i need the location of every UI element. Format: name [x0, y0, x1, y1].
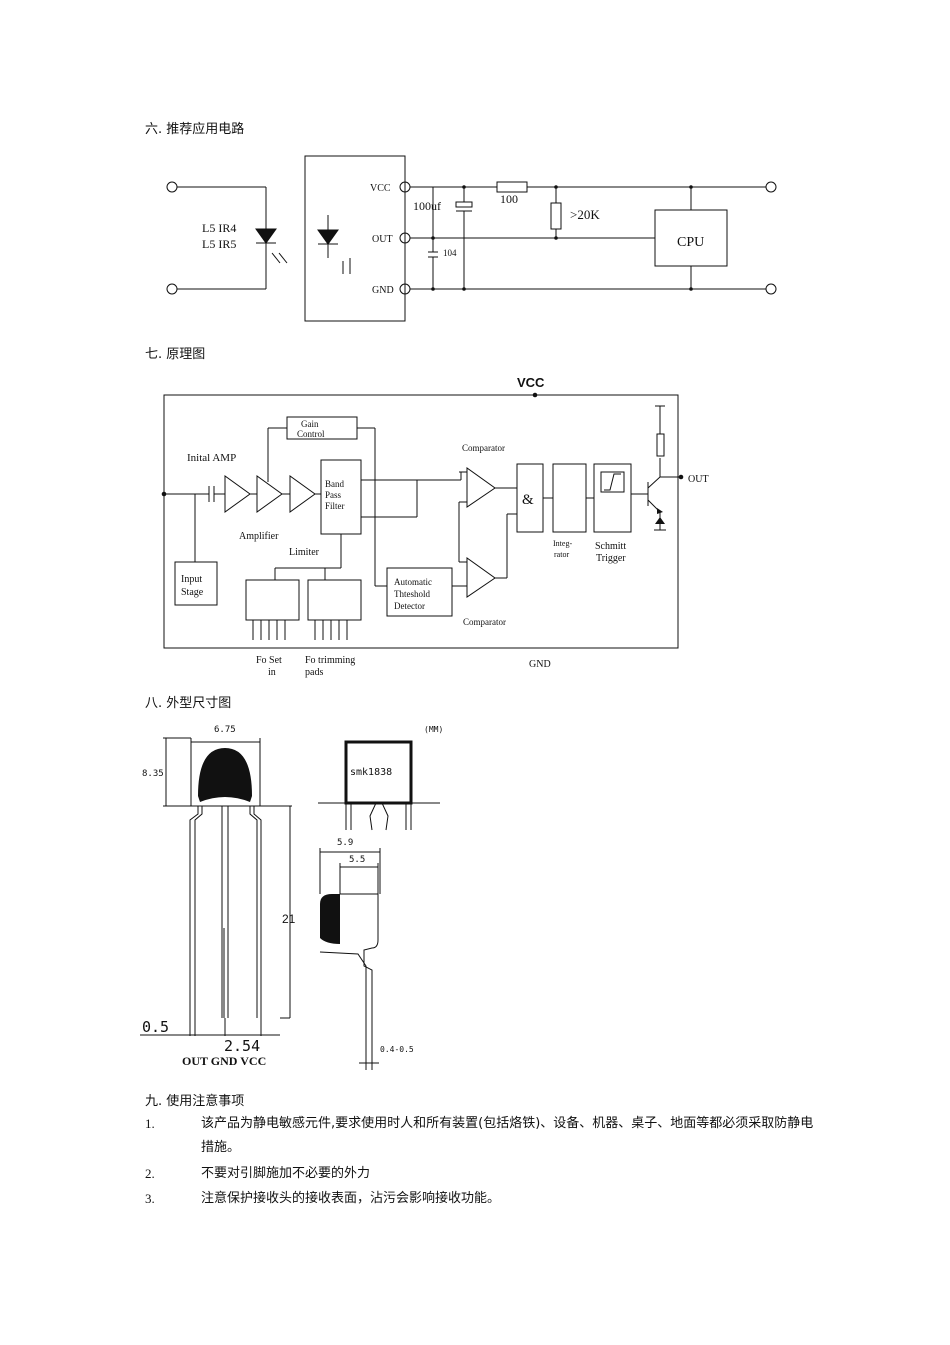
limiter-label: Limiter — [289, 547, 320, 558]
fo-set-label: in — [268, 667, 276, 678]
band-pass-filter-label: Pass — [325, 490, 342, 500]
side-width-dimension: 5.9 — [337, 838, 353, 848]
unit-label: (MM) — [424, 725, 443, 734]
side-depth-dimension: 5.5 — [349, 855, 365, 865]
fo-trimming-label: pads — [305, 667, 323, 678]
lead-width-dimension: 0.5 — [142, 1018, 169, 1036]
note-text: 注意保护接收头的接收表面，沾污会影响接收功能。 — [201, 1191, 501, 1206]
band-pass-filter-label: Band — [325, 479, 344, 489]
note-number: 3. — [145, 1191, 155, 1206]
capacitor-label: 100uf — [413, 199, 441, 213]
resistor-label: >20K — [570, 207, 600, 222]
note-number: 2. — [145, 1166, 155, 1181]
initial-amp-label: Inital AMP — [187, 452, 236, 464]
gain-control-label: Gain — [301, 419, 319, 429]
note-text: 不要对引脚施加不必要的外力 — [201, 1166, 371, 1181]
width-dimension: 6.75 — [214, 725, 236, 735]
schmitt-trigger-label: Trigger — [596, 553, 626, 564]
fo-trimming-label: Fo trimming — [305, 655, 355, 666]
pin-label-vcc: VCC — [370, 183, 391, 194]
dimension-drawing: 6.75 8.35 21 0.5 2.54 OUT GND VCC smk183… — [140, 718, 460, 1073]
comparator-label: Comparator — [462, 443, 505, 453]
band-pass-filter-label: Filter — [325, 501, 345, 511]
height-dimension: 8.35 — [142, 769, 164, 779]
application-circuit-diagram: L5 IR4 L5 IR5 VCC OUT GND 100uf 104 100 … — [160, 150, 800, 330]
integrator-label: Integ- — [553, 539, 572, 548]
threshold-detector-label: Thteshold — [394, 589, 430, 599]
emitter-label: L5 IR4 — [202, 221, 236, 235]
gain-control-label: Control — [297, 429, 325, 439]
section-heading-dimensions: 八. 外型尺寸图 — [145, 696, 232, 711]
comparator-label: Comparator — [463, 617, 506, 627]
part-marking: smk1838 — [350, 767, 392, 778]
vcc-label: VCC — [517, 375, 545, 390]
block-diagram: VCC Inital AMP Amplifier Limiter Gain Co… — [155, 372, 725, 684]
capacitor-label: 104 — [443, 248, 457, 258]
cpu-label: CPU — [677, 235, 704, 250]
pin-label-out: OUT — [372, 234, 393, 245]
note-number: 1. — [145, 1116, 155, 1131]
pin-label-gnd: GND — [372, 285, 394, 296]
schmitt-trigger-label: Schmitt — [595, 541, 626, 552]
input-stage-label: Stage — [181, 587, 204, 598]
lead-length-dimension: 21 — [282, 912, 296, 926]
out-label: OUT — [688, 474, 709, 485]
pin-order-label: OUT GND VCC — [182, 1054, 266, 1068]
emitter-label: L5 IR5 — [202, 237, 236, 251]
fo-set-label: Fo Set — [256, 655, 282, 666]
pitch-dimension: 2.54 — [224, 1037, 260, 1055]
section-heading-block-diagram: 七. 原理图 — [145, 347, 206, 362]
lead-thickness-dimension: 0.4-0.5 — [380, 1045, 414, 1054]
integrator-label: rator — [554, 550, 569, 559]
threshold-detector-label: Detector — [394, 601, 425, 611]
section-heading-application-circuit: 六. 推荐应用电路 — [145, 122, 245, 137]
section-heading-precautions: 九. 使用注意事项 — [145, 1094, 245, 1109]
amplifier-label: Amplifier — [239, 531, 279, 542]
resistor-label: 100 — [500, 192, 518, 206]
input-stage-label: Input — [181, 574, 202, 585]
note-text: 该产品为静电敏感元件,要求使用时人和所有装置(包括烙铁)、设备、机器、桌子、地面… — [201, 1116, 814, 1155]
gnd-label: GND — [529, 659, 551, 670]
and-gate-label: & — [522, 492, 534, 508]
threshold-detector-label: Automatic — [394, 577, 432, 587]
